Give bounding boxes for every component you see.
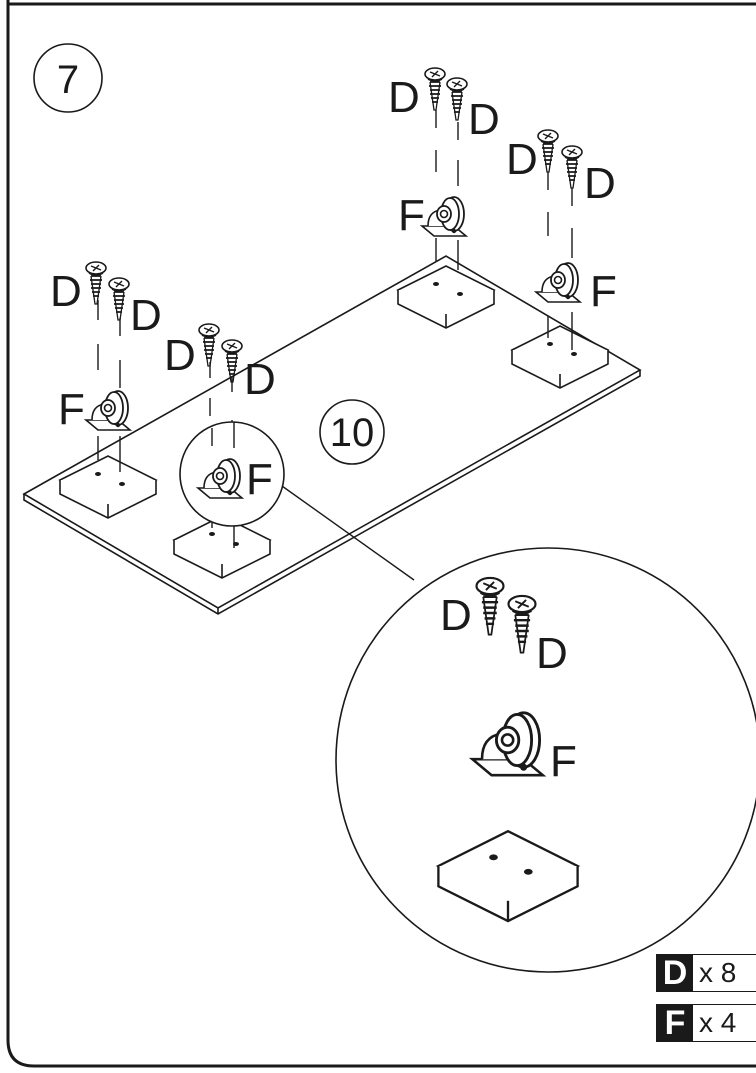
zoom-detail-circle: [335, 547, 756, 973]
step-number: 7: [57, 58, 79, 102]
screw-icon: [198, 323, 220, 367]
screw-label: D: [440, 591, 472, 640]
screw-label: D: [244, 355, 276, 404]
caster-label: F: [246, 455, 273, 504]
zoom-leader-line: [281, 485, 415, 581]
quantity-part-letter: D: [657, 955, 693, 991]
caster-label: F: [550, 737, 577, 786]
caster-icon: [535, 262, 581, 303]
caster-icon: [85, 390, 131, 431]
quantity-row-casters: F x 4: [656, 1004, 756, 1042]
part-labels: D D D D F F D D D D F F D D F: [50, 73, 617, 786]
screw-icon: [446, 77, 468, 121]
screw-icon: [85, 261, 107, 305]
panel-badge: 10: [319, 399, 385, 465]
zoom-source-circle: [179, 421, 285, 527]
caster-label: F: [58, 385, 85, 434]
caster-icon: [421, 196, 467, 237]
screw-icon: [561, 145, 583, 189]
screw-label: D: [468, 95, 500, 144]
quantity-row-screws: D x 8: [656, 954, 756, 992]
caster-label: F: [398, 191, 425, 240]
screw-label: D: [388, 73, 420, 122]
screw-label: D: [584, 159, 616, 208]
screw-label: D: [130, 291, 162, 340]
screw-icon: [424, 67, 446, 111]
quantity-part-letter: F: [657, 1005, 693, 1041]
screw-icon: [108, 277, 130, 321]
screw-label: D: [506, 135, 538, 184]
quantity-count: x 4: [699, 1007, 737, 1038]
screw-icon: [537, 129, 559, 173]
screw-label: D: [164, 331, 196, 380]
step-badge: 7: [33, 43, 103, 113]
page-frame: [6, 0, 756, 1068]
screw-label: D: [536, 629, 568, 678]
panel-number: 10: [330, 411, 375, 455]
caster-label: F: [590, 267, 617, 316]
screw-label: D: [50, 267, 82, 316]
quantity-count: x 8: [699, 957, 737, 988]
